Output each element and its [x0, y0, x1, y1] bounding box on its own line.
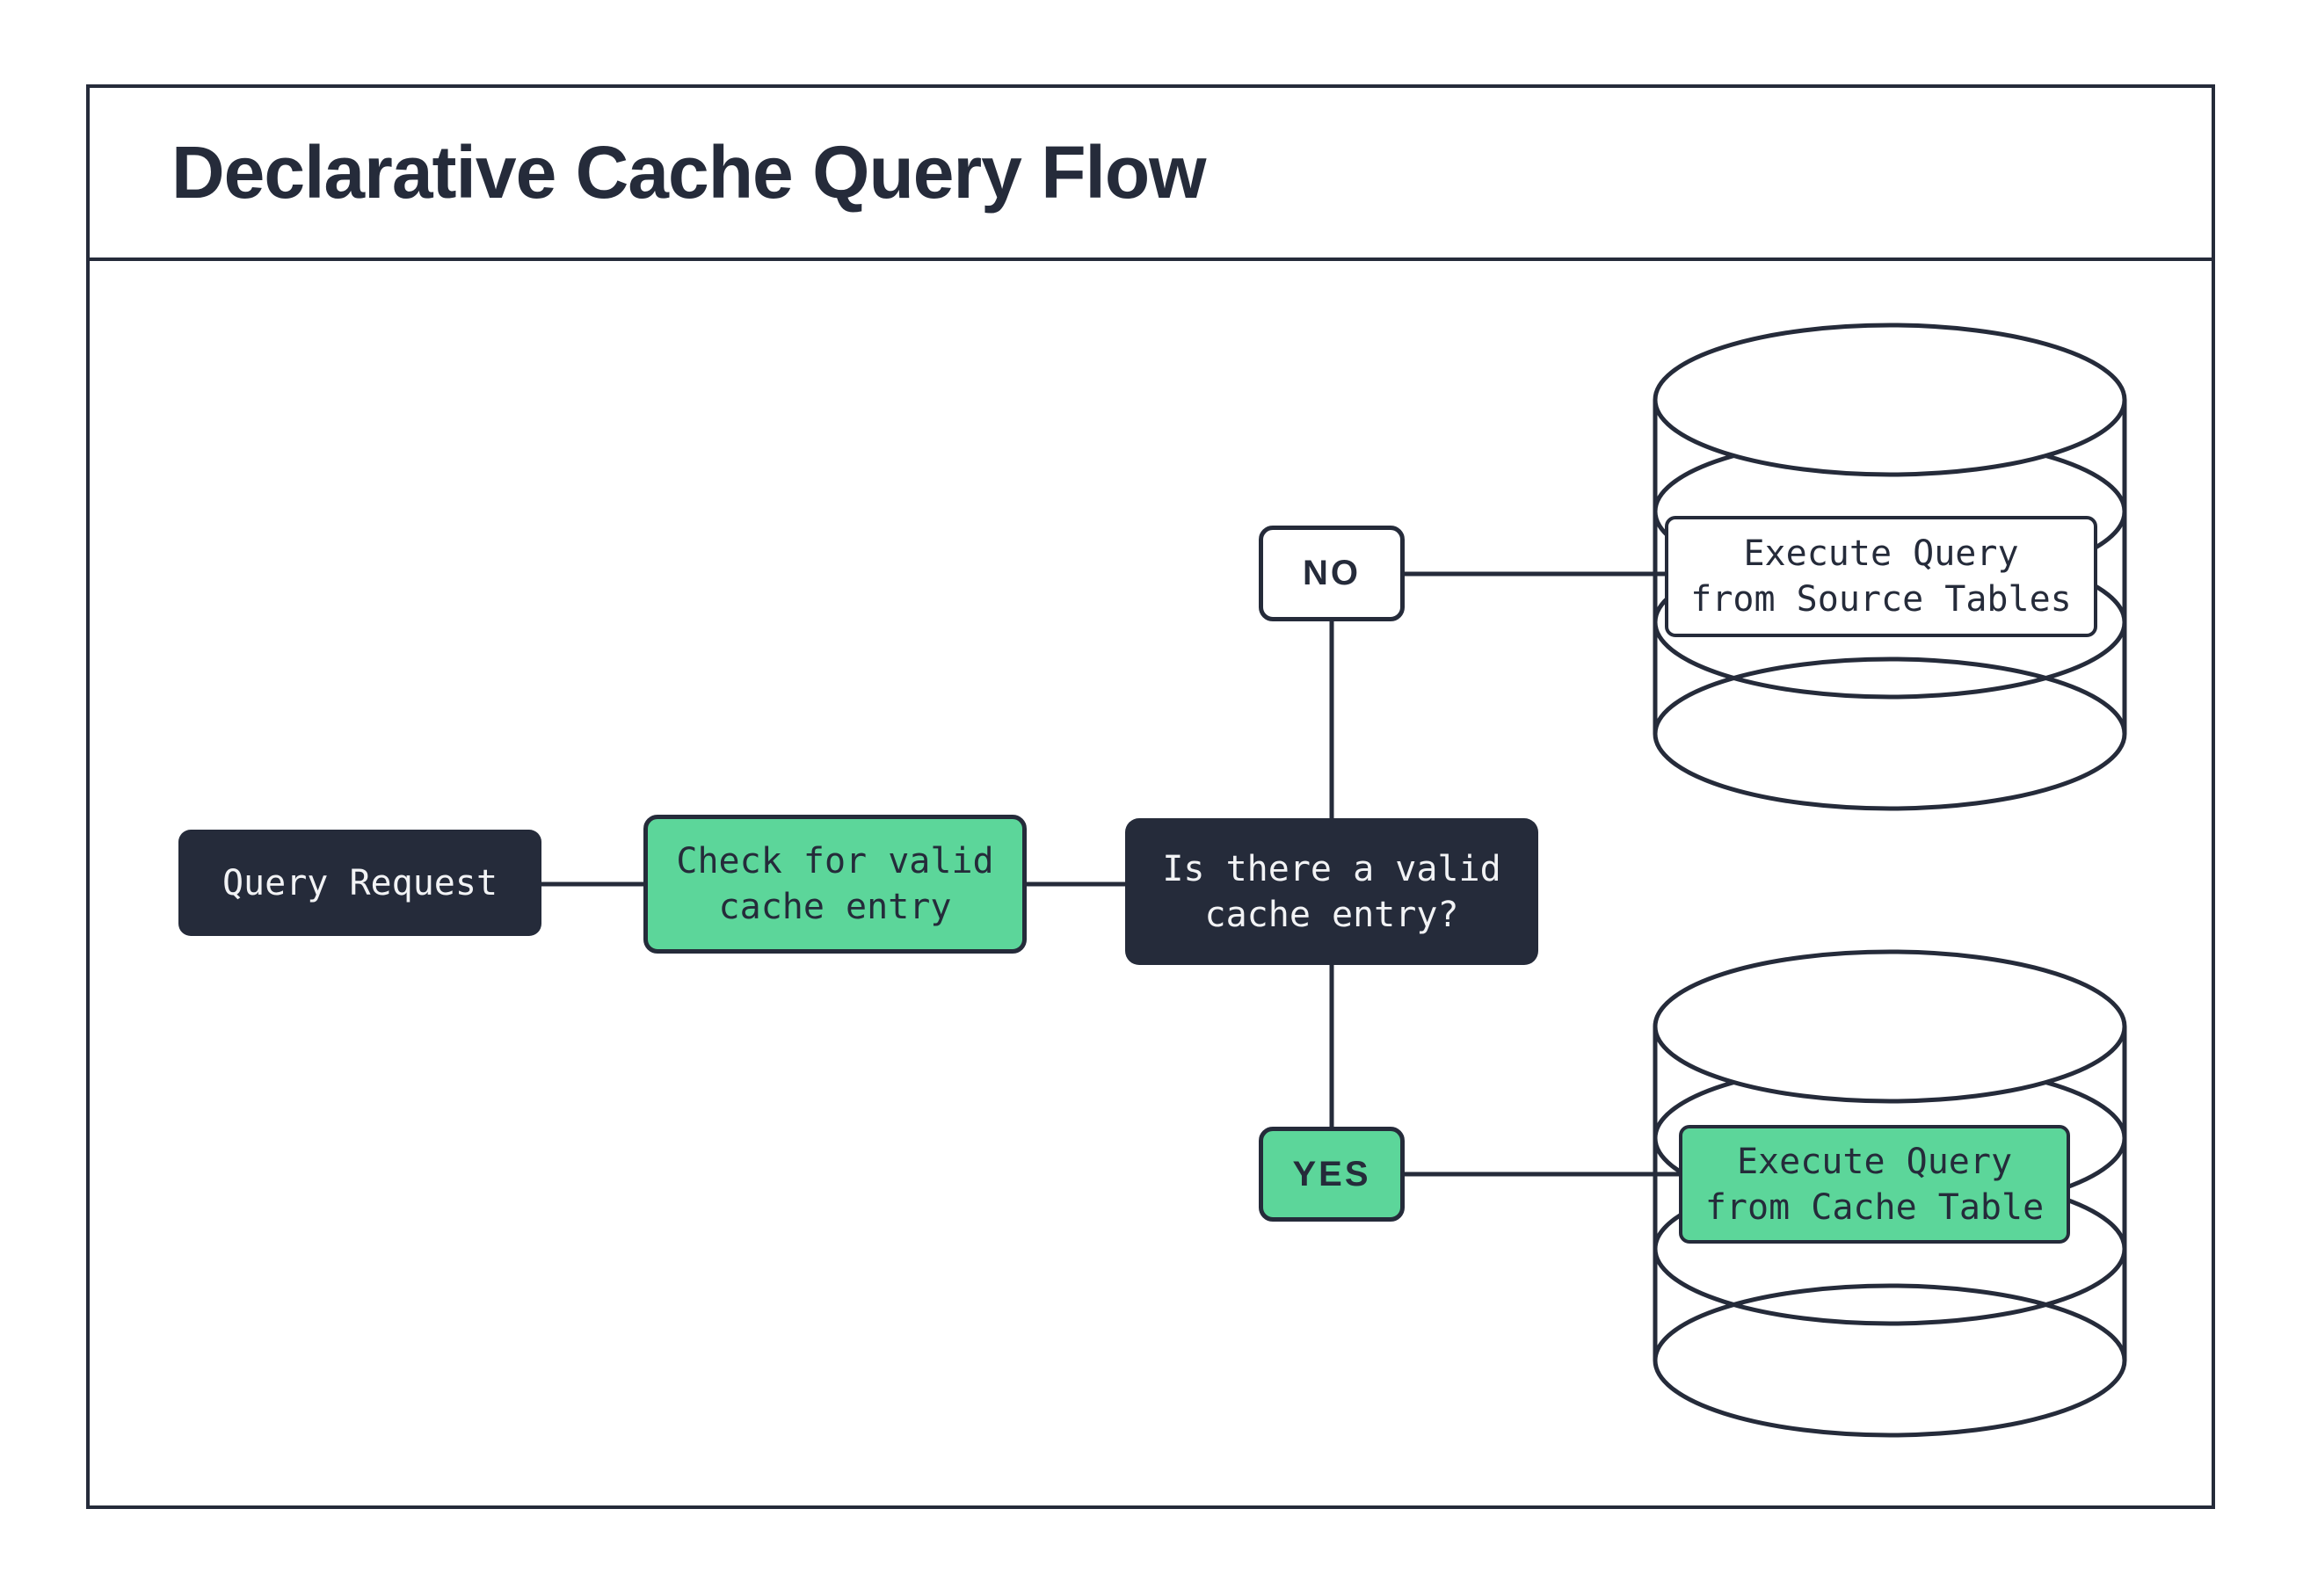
edge-label-yes: YES	[1259, 1127, 1405, 1222]
node-query-request: Query Request	[178, 830, 541, 936]
node-execute-source-line1: Execute Query	[1743, 533, 2019, 574]
edge-label-yes-text: YES	[1292, 1154, 1371, 1193]
diagram-header: Declarative Cache Query Flow	[90, 88, 2212, 261]
node-check-cache-line1: Check for valid	[676, 841, 994, 881]
cache-database-icon	[1653, 949, 2127, 1438]
node-check-cache-line2: cache entry	[718, 887, 952, 927]
node-execute-cache-line1: Execute Query	[1736, 1141, 2013, 1182]
edge-label-no-text: NO	[1303, 554, 1361, 592]
node-execute-source-line2: from Source Tables	[1690, 579, 2072, 620]
node-decision-line2: cache entry?	[1204, 894, 1459, 935]
node-decision: Is there a valid cache entry?	[1125, 818, 1538, 965]
node-decision-line1: Is there a valid	[1162, 848, 1501, 889]
node-query-request-label: Query Request	[222, 862, 498, 903]
source-database-icon	[1653, 323, 2127, 811]
diagram-frame: Declarative Cache Query Flow	[86, 84, 2215, 1509]
node-execute-source: Execute Query from Source Tables	[1665, 516, 2097, 637]
node-check-cache: Check for valid cache entry	[643, 815, 1027, 954]
node-execute-cache: Execute Query from Cache Table	[1679, 1125, 2070, 1244]
edge-label-no: NO	[1259, 526, 1405, 621]
node-execute-cache-line2: from Cache Table	[1704, 1186, 2045, 1228]
page-title: Declarative Cache Query Flow	[171, 131, 1207, 214]
